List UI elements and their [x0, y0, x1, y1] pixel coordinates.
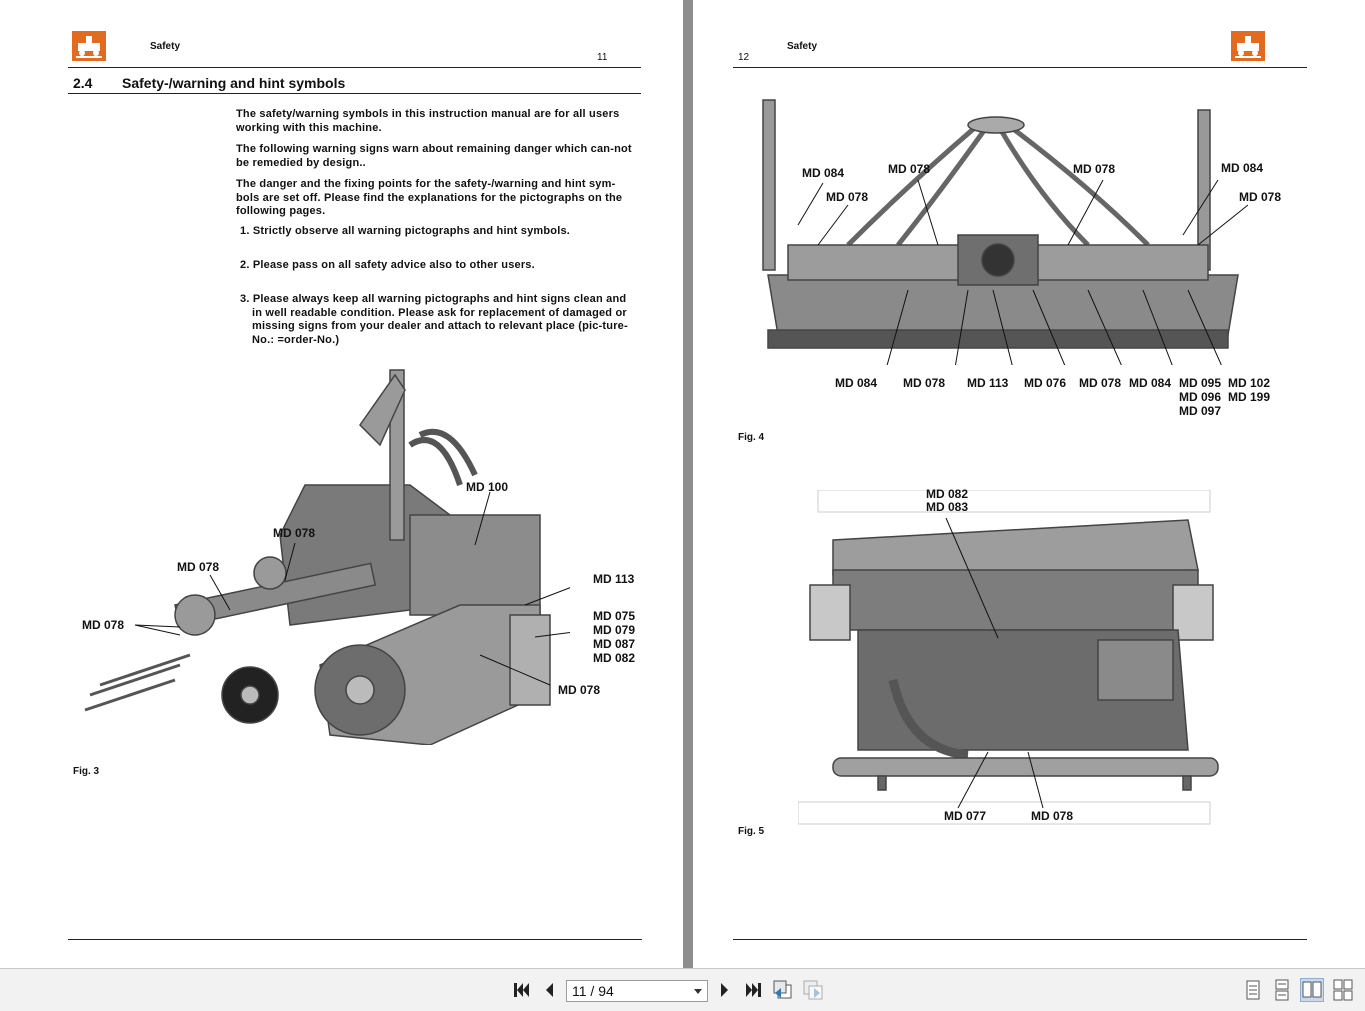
section-number: 2.4 — [73, 75, 93, 91]
next-page-icon[interactable] — [713, 979, 735, 1001]
callout-md113: MD 113 — [967, 376, 1009, 390]
callout-md084: MD 084 — [802, 166, 845, 180]
figure-caption: Fig. 5 — [738, 826, 765, 837]
next-view-icon[interactable] — [802, 979, 824, 1001]
callout-md078: MD 078 — [1073, 162, 1116, 176]
page-indicator: 11 / 94 — [572, 983, 614, 999]
page-number: 11 — [597, 52, 608, 63]
callout-md082: MD 082 — [593, 651, 636, 665]
callout-md078: MD 078 — [558, 683, 601, 697]
footer-rule — [68, 939, 642, 940]
callout-md095: MD 095 — [1179, 376, 1222, 390]
right-page: 12 Safety — [693, 0, 1365, 968]
callout-md083: MD 083 — [926, 500, 969, 514]
page-header: Safety — [787, 41, 818, 52]
callout-md075: MD 075 — [593, 609, 636, 623]
chevron-down-icon[interactable] — [694, 989, 702, 994]
power-harrow-front-illustration — [762, 99, 1248, 365]
callout-md078: MD 078 — [826, 190, 869, 204]
callout-md097: MD 097 — [1179, 404, 1222, 418]
list-item: 1. Strictly observe all warning pictogra… — [240, 225, 571, 237]
callout-md078: MD 078 — [177, 560, 220, 574]
callout-md078: MD 078 — [273, 526, 316, 540]
page-number-input[interactable]: 11 / 94 — [566, 980, 708, 1002]
page-header: Safety — [150, 41, 181, 52]
viewer-toolbar: 11 / 94 — [0, 968, 1365, 1011]
amazone-logo — [1231, 31, 1265, 61]
seed-drill-side-illustration — [84, 369, 570, 745]
callout-md096: MD 096 — [1179, 390, 1222, 404]
section-rule — [68, 93, 641, 94]
footer-rule — [733, 939, 1307, 940]
callout-md087: MD 087 — [593, 637, 636, 651]
callout-md199: MD 199 — [1228, 390, 1271, 404]
paragraph: The danger and the fixing points for the… — [236, 178, 623, 217]
callout-md076: MD 076 — [1024, 376, 1067, 390]
callout-md078: MD 078 — [1031, 809, 1074, 823]
callout-md084: MD 084 — [835, 376, 878, 390]
callout-md082: MD 082 — [926, 487, 969, 501]
seed-hopper-rear-illustration — [798, 490, 1219, 825]
callout-md078: MD 078 — [82, 618, 125, 632]
callout-md078: MD 078 — [1079, 376, 1122, 390]
last-page-icon[interactable] — [742, 979, 764, 1001]
single-page-icon[interactable] — [1242, 979, 1264, 1001]
intro-text: The safety/warning symbols in this instr… — [236, 108, 632, 219]
callout-md084: MD 084 — [1221, 161, 1264, 175]
figure-caption: Fig. 3 — [73, 766, 100, 777]
two-page-continuous-icon[interactable] — [1332, 979, 1354, 1001]
list-item: 2. Please pass on all safety advice also… — [240, 259, 535, 271]
figure-caption: Fig. 4 — [738, 432, 765, 443]
paragraph: The following warning signs warn about r… — [236, 143, 632, 169]
callout-md079: MD 079 — [593, 623, 636, 637]
page-number: 12 — [738, 52, 750, 63]
amazone-logo — [72, 31, 106, 61]
left-page: Safety 11 2.4 Safety-/warning and hint s… — [0, 0, 683, 968]
first-page-icon[interactable] — [511, 979, 533, 1001]
callout-md100: MD 100 — [466, 480, 509, 494]
two-page-icon[interactable] — [1300, 978, 1324, 1002]
callout-md113: MD 113 — [593, 572, 635, 586]
section-title: Safety-/warning and hint symbols — [122, 75, 346, 91]
callout-md077: MD 077 — [944, 809, 987, 823]
list-item: 3. Please always keep all warning pictog… — [240, 293, 628, 346]
callout-md078: MD 078 — [903, 376, 946, 390]
header-rule — [68, 67, 641, 68]
page-gutter — [683, 0, 693, 968]
callout-md078: MD 078 — [1239, 190, 1282, 204]
callout-md102: MD 102 — [1228, 376, 1271, 390]
previous-page-icon[interactable] — [539, 979, 561, 1001]
continuous-page-icon[interactable] — [1271, 979, 1293, 1001]
previous-view-icon[interactable] — [772, 979, 794, 1001]
header-rule — [733, 67, 1307, 68]
callout-md078: MD 078 — [888, 162, 931, 176]
callout-md084: MD 084 — [1129, 376, 1172, 390]
paragraph: The safety/warning symbols in this instr… — [236, 108, 620, 134]
